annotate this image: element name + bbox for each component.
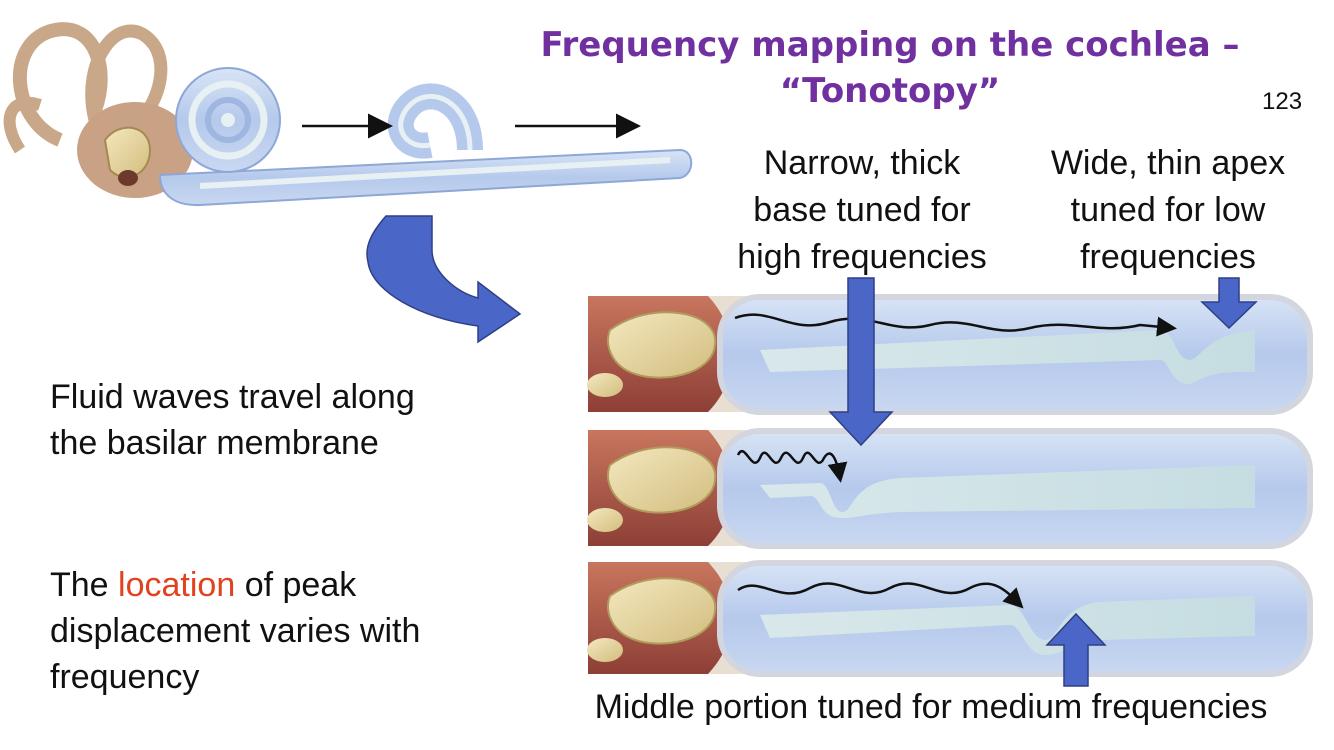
label-base-line-1: Narrow, thick	[763, 144, 961, 182]
arrow-apex-icon	[1200, 277, 1258, 330]
text-location-line-3: frequency	[50, 658, 200, 696]
label-base-line-3: high frequencies	[737, 238, 987, 276]
label-apex-line-3: frequencies	[1080, 238, 1256, 276]
label-apex-line-1: Wide, thin apex	[1050, 144, 1286, 182]
text-fluid-line-1: Fluid waves travel along	[50, 378, 415, 416]
label-base: Narrow, thick base tuned for high freque…	[712, 140, 1012, 281]
title-line-2: “Tonotopy”	[779, 71, 1001, 111]
label-base-line-2: base tuned for	[753, 191, 971, 229]
panel-middle	[587, 428, 1313, 549]
text-location-accent: location	[118, 566, 236, 604]
text-location-line-2: displacement varies with	[50, 612, 421, 650]
label-middle: Middle portion tuned for medium frequenc…	[594, 688, 1268, 726]
wave-bottom	[737, 582, 1024, 609]
text-location: The location of peak displacement varies…	[50, 562, 420, 700]
label-apex-line-2: tuned for low	[1070, 191, 1266, 229]
panel-top	[587, 294, 1313, 415]
page-title: Frequency mapping on the cochlea – “Tono…	[470, 22, 1310, 114]
inner-ear-illustration	[3, 22, 693, 207]
text-location-after: of peak	[235, 566, 357, 604]
title-line-1: Frequency mapping on the cochlea –	[540, 25, 1240, 65]
text-location-line-1: The location of peak	[50, 562, 420, 608]
wave-top	[734, 313, 1177, 337]
wave-middle	[736, 450, 848, 483]
arrow-middle-icon	[1045, 612, 1107, 687]
curved-arrow-icon	[366, 215, 522, 344]
text-location-before: The	[50, 566, 119, 604]
text-fluid-line-2: the basilar membrane	[50, 424, 379, 462]
arrow-base-icon	[828, 277, 894, 447]
label-apex: Wide, thin apex tuned for low frequencie…	[1022, 140, 1314, 281]
page-number: 123	[1262, 88, 1303, 115]
text-fluid-waves: Fluid waves travel along the basilar mem…	[50, 374, 415, 466]
panel-bottom	[587, 560, 1313, 677]
